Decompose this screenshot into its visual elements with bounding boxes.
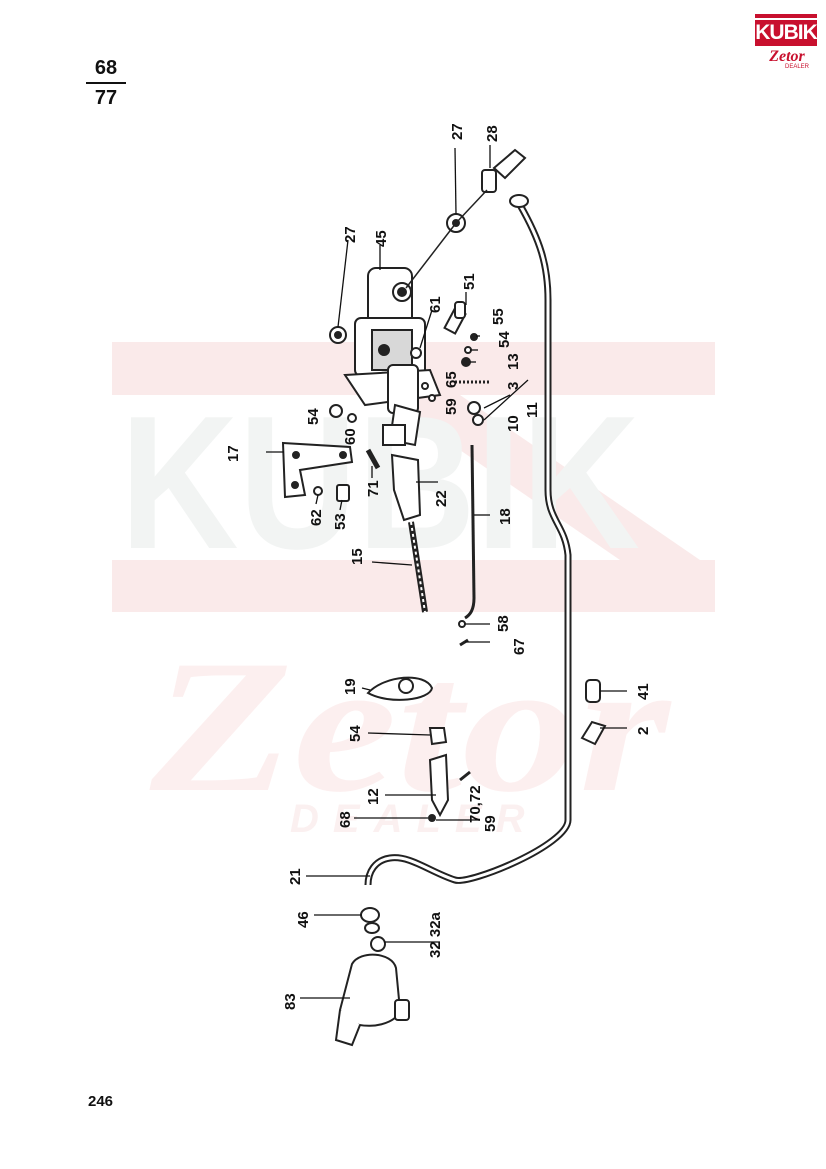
callout-27-lower: 27	[342, 226, 359, 243]
callout-58: 58	[495, 615, 512, 632]
callout-46: 46	[295, 911, 312, 928]
callout-22: 22	[433, 490, 450, 507]
group-numerator: 68	[94, 57, 118, 79]
kubik-zetor-logo: KUBIK Zetor DEALER	[755, 14, 818, 72]
callout-71: 71	[365, 480, 382, 497]
callout-21: 21	[287, 868, 304, 885]
callout-65: 65	[443, 371, 460, 388]
callout-17: 17	[225, 445, 242, 462]
callout-10: 10	[505, 415, 522, 432]
coupling-head	[334, 907, 410, 1047]
callout-27: 27	[449, 123, 466, 140]
callout-70-72: 70,72	[467, 785, 484, 823]
logo-brand: KUBIK	[755, 20, 818, 46]
group-denominator: 77	[94, 87, 118, 109]
callout-67: 67	[511, 638, 528, 655]
callout-59: 59	[443, 398, 460, 415]
callout-53: 53	[332, 513, 349, 530]
watermark-sub: Zetor	[149, 622, 673, 832]
callout-83: 83	[282, 993, 299, 1010]
callout-68: 68	[337, 811, 354, 828]
fraction-bar	[86, 82, 126, 84]
callout-15: 15	[349, 548, 366, 565]
callout-62: 62	[308, 509, 325, 526]
callout-32-32a: 32 32a	[427, 911, 444, 958]
callout-51: 51	[461, 273, 478, 290]
control-rods	[408, 444, 476, 647]
callout-54: 54	[496, 331, 513, 348]
callout-18: 18	[497, 508, 514, 525]
callout-41: 41	[635, 683, 652, 700]
callout-45: 45	[373, 230, 390, 247]
callout-28: 28	[484, 125, 501, 142]
callout-55: 55	[490, 308, 507, 325]
callout-54-left: 54	[305, 408, 322, 425]
callout-60: 60	[342, 428, 359, 445]
callout-59-lower: 59	[482, 815, 499, 832]
lower-lever-parts	[428, 679, 607, 822]
dealer-watermark: KUBIK Zetor DEALER	[112, 342, 715, 841]
logo-tag: DEALER	[785, 64, 810, 70]
callout-3: 3	[505, 382, 522, 390]
watermark-brand: KUBIK	[120, 377, 640, 589]
flange-and-nut	[366, 676, 448, 746]
brackets-and-levers	[281, 403, 422, 522]
brake-valve-assembly	[329, 267, 442, 414]
logo-frame	[755, 14, 817, 18]
callout-numbers: 27 28 27 45 51 61 55 54 13 3 65 59 11 10…	[225, 123, 652, 1010]
watermark-tag: DEALER	[290, 797, 538, 841]
leader-lines	[266, 145, 627, 999]
callout-11: 11	[524, 402, 541, 418]
callout-19: 19	[342, 678, 359, 695]
pipe-fitting	[405, 148, 527, 289]
brake-pipe	[364, 194, 572, 886]
page-number: 246	[88, 1093, 114, 1110]
diagram-group-index: 68 77	[86, 56, 126, 110]
callout-54-lower: 54	[347, 725, 364, 742]
logo-sub: Zetor	[769, 48, 805, 65]
callout-13: 13	[505, 353, 522, 370]
callout-2: 2	[635, 727, 652, 735]
callout-61: 61	[427, 296, 444, 313]
callout-12: 12	[365, 788, 382, 805]
bolt-and-washers	[410, 301, 490, 426]
